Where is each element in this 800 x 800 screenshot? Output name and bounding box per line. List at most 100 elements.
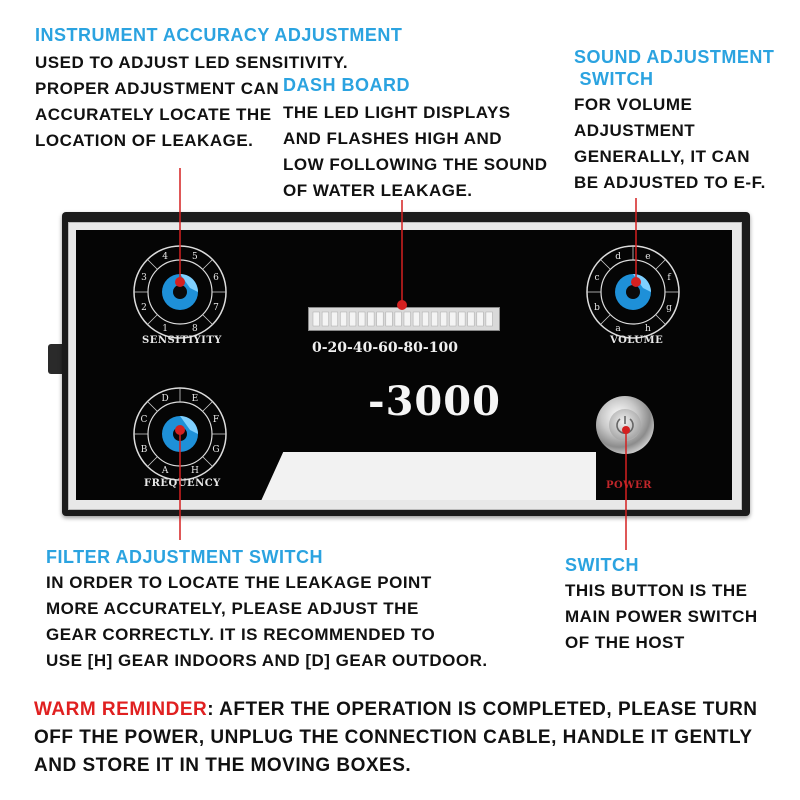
power-icon [609,409,641,441]
filter-line-2: MORE ACCURATELY, PLEASE ADJUST THE [46,599,419,618]
frequency-divider [202,456,213,467]
led-segment [394,311,402,327]
frequency-divider [147,401,158,412]
volume-mark: g [666,303,672,313]
led-segment [385,311,393,327]
led-segment [458,311,466,327]
dashboard-line-3: LOW FOLLOWING THE SOUND [283,155,548,174]
sensitivity-mark: 1 [162,324,168,334]
volume-divider [655,259,666,270]
warm-reminder: WARM REMINDER: AFTER THE OPERATION IS CO… [34,696,774,780]
model-number: -3000 [368,378,501,425]
warm-reminder-text: : AFTER THE OPERATION IS COMPLETED, PLEA… [34,699,758,776]
led-segment [421,311,429,327]
frequency-mark: A [161,466,169,476]
switch-line-1: THIS BUTTON IS THE [565,581,748,600]
sensitivity-mark: 6 [213,273,219,283]
power-button[interactable] [596,396,654,454]
led-segment [376,311,384,327]
switch-annotation-body: THIS BUTTON IS THE MAIN POWER SWITCH OF … [565,578,758,656]
volume-mark: e [645,252,650,262]
led-segment [330,311,338,327]
frequency-mark: E [192,394,199,404]
sound-annotation-title-2: SWITCH [574,69,654,89]
volume-divider [655,314,666,325]
sensitivity-annotation-title: INSTRUMENT ACCURACY ADJUSTMENT [35,25,403,45]
panel-bottom-plate [256,452,596,500]
filter-line-1: IN ORDER TO LOCATE THE LEAKAGE POINT [46,573,432,592]
dashboard-annotation-body: THE LED LIGHT DISPLAYS AND FLASHES HIGH … [283,100,548,204]
led-segment [412,311,420,327]
filter-annotation-title: FILTER ADJUSTMENT SWITCH [46,547,323,567]
volume-divider [600,314,611,325]
led-segment [358,311,366,327]
sensitivity-mark: 2 [141,303,147,313]
frequency-mark: C [141,415,148,425]
frequency-divider [202,401,213,412]
volume-mark: h [645,324,651,334]
sound-annotation-title-1: SOUND ADJUSTMENT [574,47,775,67]
led-meter [308,307,500,331]
filter-line-4: USE [H] GEAR INDOORS AND [D] GEAR OUTDOO… [46,651,488,670]
led-segment [449,311,457,327]
sensitivity-divider [202,314,213,325]
sensitivity-annotation: INSTRUMENT ACCURACY ADJUSTMENT USED TO A… [35,24,402,154]
volume-mark: b [594,303,600,313]
dashboard-line-1: THE LED LIGHT DISPLAYS [283,103,511,122]
sensitivity-line-4: LOCATION OF LEAKAGE. [35,131,254,150]
volume-divider [600,259,611,270]
volume-mark: a [615,324,621,334]
sound-line-2: ADJUSTMENT [574,121,696,140]
frequency-mark: G [212,445,219,455]
filter-annotation-body: IN ORDER TO LOCATE THE LEAKAGE POINT MOR… [46,570,488,674]
led-segment [340,311,348,327]
meter-scale: 0-20-40-60-80-100 [312,340,458,356]
sensitivity-mark: 4 [162,252,168,262]
led-segment [431,311,439,327]
sensitivity-line-3: ACCURATELY LOCATE THE [35,105,272,124]
led-segment [440,311,448,327]
led-segment [485,311,493,327]
led-segment [467,311,475,327]
sensitivity-line-1: USED TO ADJUST LED SENSITIVITY. [35,53,349,72]
dashboard-line-2: AND FLASHES HIGH AND [283,129,503,148]
filter-line-3: GEAR CORRECTLY. IT IS RECOMMENDED TO [46,625,436,644]
led-segment [312,311,320,327]
power-label: POWER [606,480,652,491]
warm-reminder-label: WARM REMINDER [34,699,208,720]
sound-line-1: FOR VOLUME [574,95,693,114]
frequency-mark: F [213,415,219,425]
volume-mark: c [594,273,599,283]
led-segment [349,311,357,327]
side-connector [48,344,62,374]
sensitivity-divider [147,314,158,325]
led-segment [403,311,411,327]
sound-annotation: SOUND ADJUSTMENT SWITCH FOR VOLUME ADJUS… [574,46,774,196]
volume-mark: f [667,273,671,283]
sensitivity-mark: 3 [141,273,147,283]
dashboard-annotation: DASH BOARD THE LED LIGHT DISPLAYS AND FL… [283,74,548,204]
sensitivity-divider [202,259,213,270]
sensitivity-annotation-body: USED TO ADJUST LED SENSITIVITY. PROPER A… [35,50,402,154]
switch-line-2: MAIN POWER SWITCH [565,607,758,626]
switch-line-3: OF THE HOST [565,633,685,652]
sensitivity-label: SENSITIYITY [142,335,222,346]
sensitivity-line-2: PROPER ADJUSTMENT CAN [35,79,280,98]
frequency-mark: D [161,394,168,404]
led-segment [476,311,484,327]
sensitivity-mark: 7 [213,303,219,313]
volume-label: VOLUME [610,335,664,346]
led-segment [367,311,375,327]
dashboard-line-4: OF WATER LEAKAGE. [283,181,473,200]
frequency-label: FREQUENCY [144,478,221,489]
sensitivity-mark: 8 [192,324,198,334]
frequency-mark: B [141,445,148,455]
sound-line-4: BE ADJUSTED TO E-F. [574,173,766,192]
